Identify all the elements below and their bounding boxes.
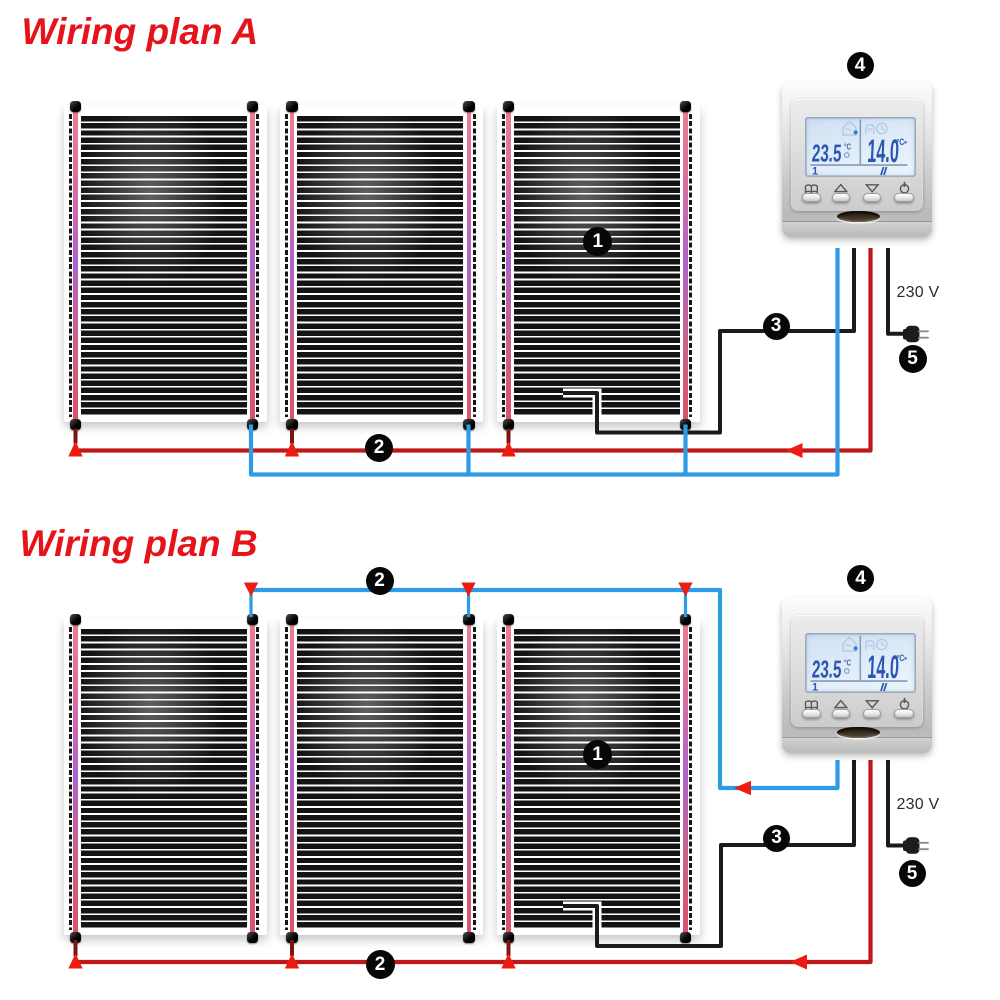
svg-text:14.0: 14.0 [867, 134, 900, 169]
svg-text:1: 1 [812, 681, 818, 693]
svg-text:1: 1 [812, 165, 818, 177]
svg-text:°C: °C [897, 137, 905, 147]
svg-text:°C: °C [897, 653, 905, 663]
svg-text:°C: °C [844, 141, 852, 151]
svg-text:14.0: 14.0 [867, 650, 900, 685]
svg-text:23.5: 23.5 [811, 657, 842, 683]
svg-text:°C: °C [844, 657, 852, 667]
svg-text:23.5: 23.5 [811, 141, 842, 167]
